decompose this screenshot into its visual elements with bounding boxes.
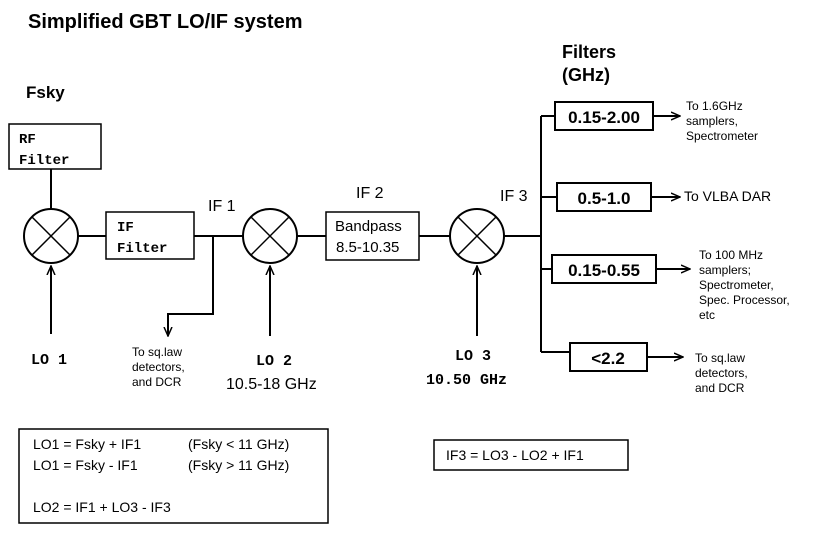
fsky-label: Fsky — [26, 83, 65, 102]
filters-header-units: (GHz) — [562, 65, 610, 85]
filter-dest-1b: samplers, — [686, 114, 738, 128]
filter-range-2: 0.5-1.0 — [578, 189, 631, 208]
rf-filter-box — [8, 123, 102, 170]
if1-detector-note-1: To sq.law — [132, 345, 182, 359]
filter-range-4: <2.2 — [591, 349, 625, 368]
bandpass-label: Bandpass — [335, 218, 402, 235]
lo3-label: LO 3 — [455, 348, 491, 365]
if2-label: IF 2 — [356, 185, 384, 202]
filter-box-1 — [554, 101, 654, 131]
eq-lo1-high: LO1 = Fsky - IF1 — [33, 457, 138, 473]
filter-box-3 — [551, 254, 657, 284]
if-filter-label-1: IF — [117, 220, 134, 236]
if3-equation-box — [433, 439, 629, 471]
rf-filter-label-1: RF — [19, 132, 36, 148]
mixer-2-icon — [242, 208, 298, 264]
filter-dest-4b: detectors, — [695, 366, 748, 380]
bandpass-box — [325, 211, 420, 261]
if-filter-box — [105, 211, 195, 260]
lo3-freq: 10.50 GHz — [426, 372, 507, 389]
if1-detector-branch — [168, 236, 214, 336]
rf-filter-label-2: Filter — [19, 153, 69, 169]
filter-dest-3d: Spec. Processor, — [699, 293, 790, 307]
if1-label: IF 1 — [208, 198, 236, 215]
filter-range-3: 0.15-0.55 — [568, 261, 640, 280]
lo1-label: LO 1 — [31, 352, 67, 369]
filter-dest-3b: samplers; — [699, 263, 751, 277]
diagram-title: Simplified GBT LO/IF system — [28, 11, 303, 33]
filters-header: Filters — [562, 42, 616, 62]
lo2-label: LO 2 — [256, 353, 292, 370]
filter-range-1: 0.15-2.00 — [568, 108, 640, 127]
eq-lo1-low: LO1 = Fsky + IF1 — [33, 436, 141, 452]
eq-lo1-high-cond: (Fsky > 11 GHz) — [188, 457, 289, 473]
filter-dest-2a: To VLBA DAR — [684, 188, 771, 204]
eq-if3: IF3 = LO3 - LO2 + IF1 — [446, 447, 584, 463]
filter-dest-1c: Spectrometer — [686, 129, 758, 143]
filter-dest-4a: To sq.law — [695, 351, 745, 365]
mixer-3-icon — [449, 208, 505, 264]
if3-label: IF 3 — [500, 188, 528, 205]
lo2-freq: 10.5-18 GHz — [226, 376, 317, 393]
mixer-1-icon — [23, 208, 79, 264]
filter-dest-1a: To 1.6GHz — [686, 99, 743, 113]
eq-lo1-low-cond: (Fsky < 11 GHz) — [188, 436, 289, 452]
lo-equations-box — [18, 428, 329, 524]
if1-detector-note-3: and DCR — [132, 375, 182, 389]
eq-lo2: LO2 = IF1 + LO3 - IF3 — [33, 499, 171, 515]
filter-dest-3c: Spectrometer, — [699, 278, 774, 292]
filter-dest-4c: and DCR — [695, 381, 745, 395]
if1-detector-note-2: detectors, — [132, 360, 185, 374]
if-filter-label-2: Filter — [117, 241, 167, 257]
filter-dest-3a: To 100 MHz — [699, 248, 763, 262]
filter-dest-3e: etc — [699, 308, 715, 322]
bandpass-range: 8.5-10.35 — [336, 239, 399, 256]
